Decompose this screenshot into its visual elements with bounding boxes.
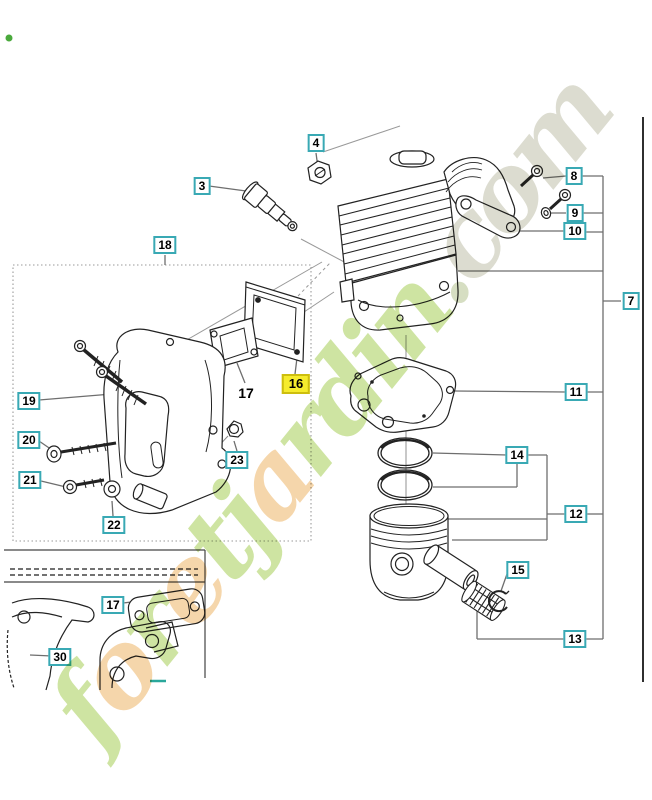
nut-stud-drawing (62, 477, 105, 495)
callout-15[interactable]: 15 (506, 561, 530, 579)
flange-nut-drawing (226, 420, 244, 438)
bracket-screw-icon (519, 164, 572, 211)
callout-17-bottom[interactable]: 17 (101, 596, 125, 614)
callout-30[interactable]: 30 (48, 648, 72, 666)
bottom-flange-drawing (99, 621, 179, 690)
valve-nut-drawing (307, 160, 332, 185)
callout-14[interactable]: 14 (505, 446, 529, 464)
callout-7[interactable]: 7 (622, 292, 640, 310)
callout-17-top[interactable]: 17 (238, 385, 254, 401)
cylinder-gasket-drawing (349, 357, 457, 433)
muffler-screws-drawing (73, 339, 148, 406)
callout-3[interactable]: 3 (193, 177, 211, 195)
muffler-cover-drawing (243, 281, 306, 363)
callout-18[interactable]: 18 (153, 236, 177, 254)
callout-10[interactable]: 10 (563, 222, 587, 240)
assembly-box-18 (12, 264, 312, 542)
cylinder-drawing (337, 150, 459, 331)
callout-22[interactable]: 22 (102, 516, 126, 534)
callout-4[interactable]: 4 (307, 134, 325, 152)
callout-23[interactable]: 23 (225, 451, 249, 469)
callout-21[interactable]: 21 (18, 471, 42, 489)
bottom-gasket-drawing (127, 588, 206, 633)
muffler-body-drawing (103, 328, 232, 515)
decompression-valve-drawing (241, 181, 298, 232)
callout-9[interactable]: 9 (566, 204, 584, 222)
callout-11[interactable]: 11 (564, 383, 588, 401)
callout-20[interactable]: 20 (17, 431, 41, 449)
callout-19[interactable]: 19 (17, 392, 41, 410)
circlip-drawing (487, 590, 510, 613)
cover-screw-drawing (46, 441, 117, 463)
green-dot (5, 34, 13, 42)
muffler-bracket-drawing (443, 157, 521, 239)
callout-8[interactable]: 8 (565, 167, 583, 185)
callout-13[interactable]: 13 (563, 630, 587, 648)
piston-rings-drawing (377, 437, 433, 501)
detail-box (4, 549, 206, 678)
callout-12[interactable]: 12 (564, 505, 588, 523)
bracket-washer-icon (540, 207, 552, 219)
washer-drawing (103, 480, 121, 498)
callout-16-selected[interactable]: 16 (281, 374, 311, 394)
